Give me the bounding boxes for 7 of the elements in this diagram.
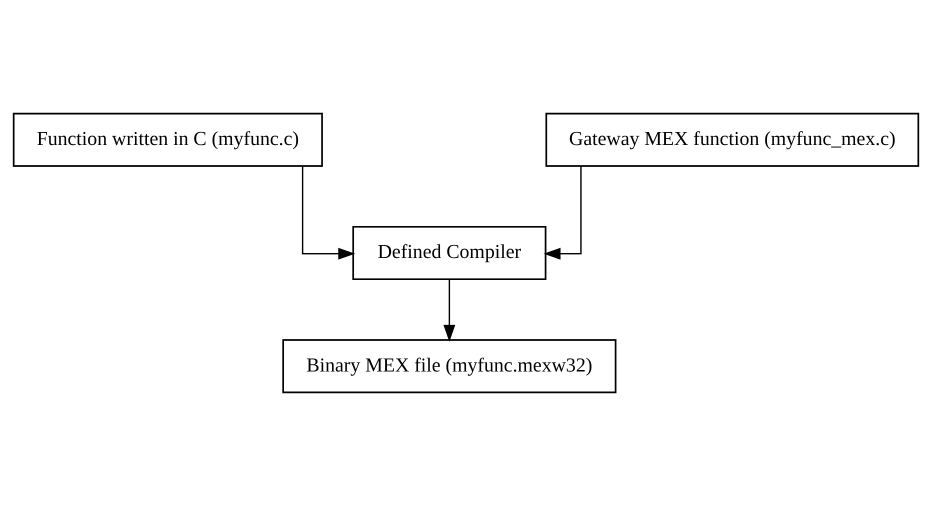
node-box: Gateway MEX function (myfunc_mex.c) xyxy=(545,112,920,166)
arrow xyxy=(302,166,356,260)
node-box: Defined Compiler xyxy=(352,225,546,280)
arrow xyxy=(443,278,456,342)
node-box: Binary MEX file (myfunc.mexw32) xyxy=(282,338,616,393)
arrow xyxy=(544,166,582,260)
node-box: Function written in C (myfunc.c) xyxy=(12,112,323,166)
